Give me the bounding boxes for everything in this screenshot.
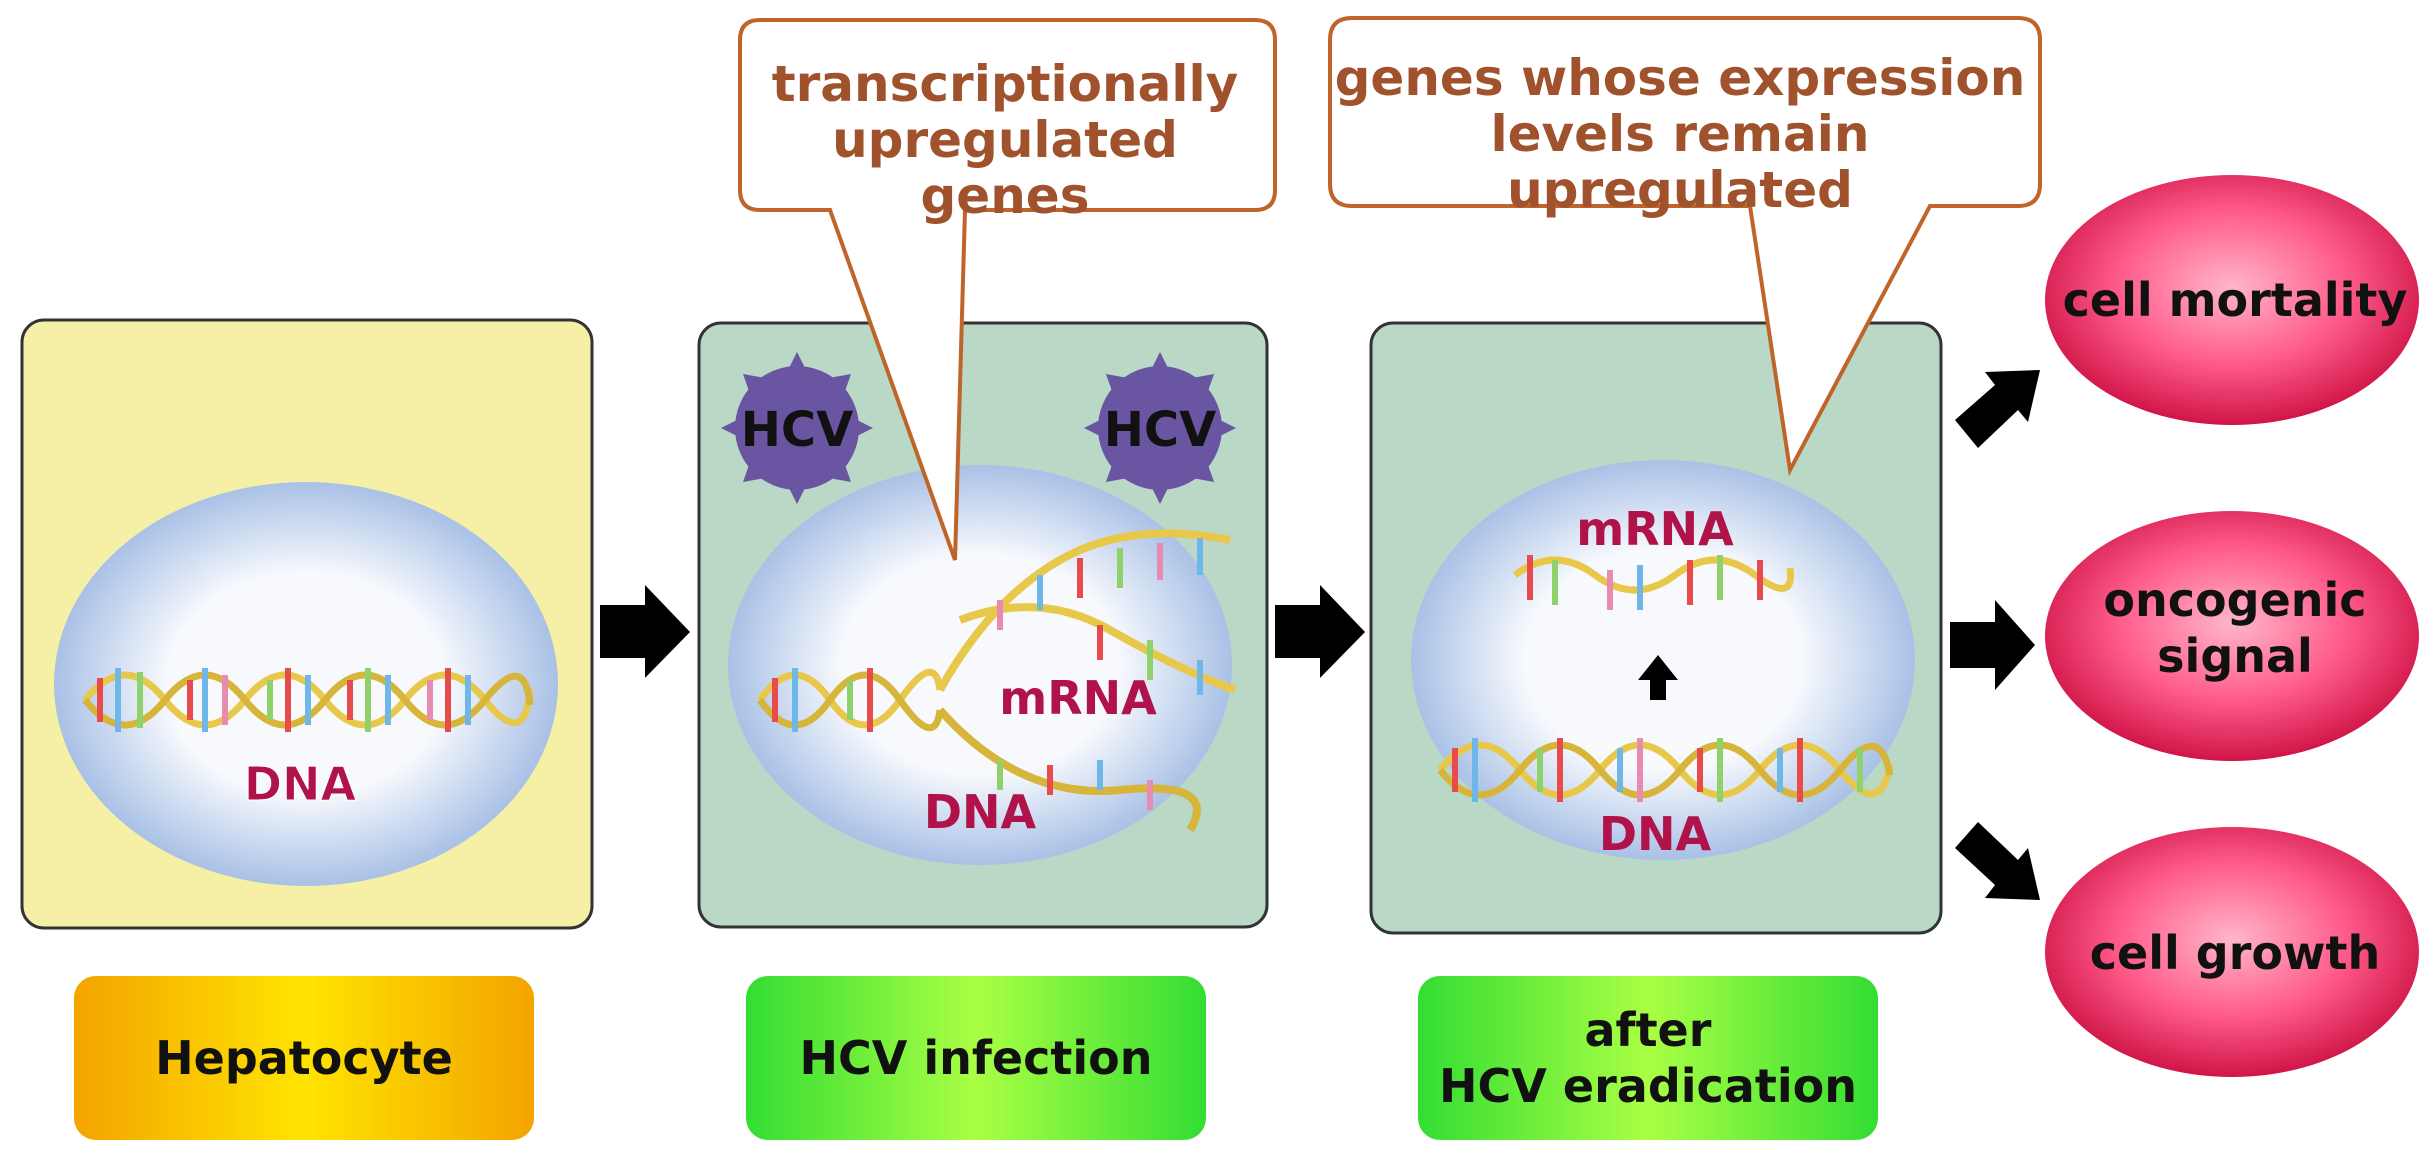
callout-1 bbox=[738, 18, 1277, 561]
arrow-to-oncogenic bbox=[1950, 600, 2035, 690]
arrow-to-mortality bbox=[1955, 370, 2040, 448]
dna-label-1: DNA bbox=[244, 757, 357, 811]
hcv-virus-1 bbox=[721, 352, 873, 504]
label-hepatocyte: Hepatocyte bbox=[74, 976, 534, 1140]
hcv-label-1: HCV bbox=[741, 402, 854, 458]
callout-upregulated-genes: transcriptionally upregulated genes bbox=[771, 55, 1239, 225]
dna-label-2: DNA bbox=[924, 785, 1037, 839]
callout-2 bbox=[1328, 16, 2042, 477]
arrow-1-2 bbox=[600, 585, 690, 678]
dna-helix-1 bbox=[82, 668, 534, 732]
label-hcv-infection: HCV infection bbox=[746, 976, 1206, 1140]
dna-helix-3 bbox=[1437, 738, 1894, 802]
outcome-cell-mortality: cell mortality bbox=[2062, 273, 2408, 327]
oval-cell-mortality bbox=[2045, 175, 2419, 425]
hcv-virus-2 bbox=[1084, 352, 1236, 504]
up-arrow bbox=[1638, 655, 1678, 700]
mrna-helix-3 bbox=[1512, 555, 1795, 610]
dna-mrna-helix-2 bbox=[757, 529, 1237, 833]
arrow-to-growth bbox=[1955, 822, 2040, 900]
panel-hepatocyte bbox=[20, 318, 594, 930]
dna-label-3: DNA bbox=[1599, 807, 1712, 861]
hcv-label-2: HCV bbox=[1104, 402, 1217, 458]
mrna-label-2: mRNA bbox=[999, 671, 1157, 725]
mrna-label-3: mRNA bbox=[1576, 502, 1734, 556]
arrow-2-3 bbox=[1275, 585, 1365, 678]
label-after-hcv-eradication: after HCV eradication bbox=[1418, 976, 1878, 1140]
nucleus-2 bbox=[728, 465, 1232, 865]
callout-remain-upregulated: genes whose expression levels remain upr… bbox=[1334, 49, 2026, 219]
outcome-oncogenic-signal: oncogenic signal bbox=[2103, 573, 2367, 683]
oval-cell-growth bbox=[2045, 827, 2419, 1077]
outcome-cell-growth: cell growth bbox=[2089, 926, 2381, 980]
oval-oncogenic-signal bbox=[2045, 511, 2419, 761]
